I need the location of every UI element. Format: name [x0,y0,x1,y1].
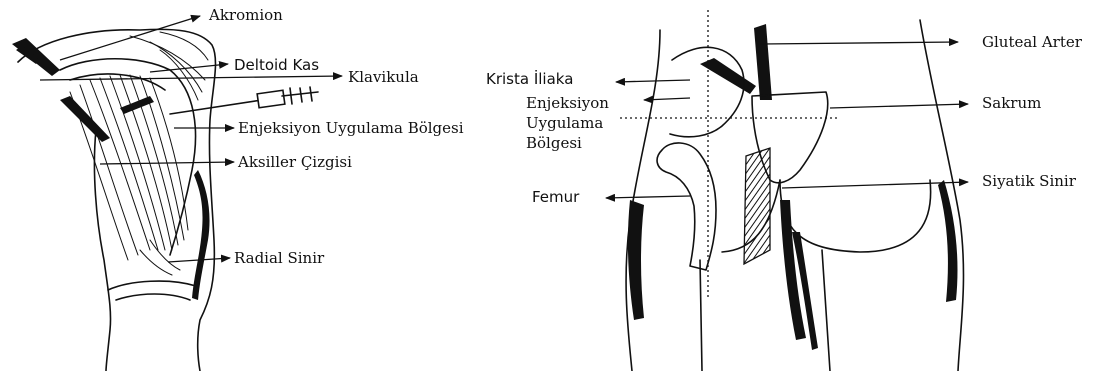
deltoid-fibers [70,32,208,260]
label-injection-site-shoulder: Enjeksiyon Uygulama Bölgesi [238,119,464,137]
label-radial-nerve: Radial Sinir [234,249,325,267]
label-iliac-crest: Krista İliaka [486,69,573,88]
label-axillary-line: Aksiller Çizgisi [237,153,352,171]
label-sciatic-nerve: Siyatik Sinir [982,172,1077,190]
gluteal-figure: Gluteal Arter Krista İliaka Enjeksiyon U… [486,10,1083,371]
label-sacrum: Sakrum [982,94,1041,112]
label-akromion: Akromion [208,6,283,24]
label-femur: Femur [532,188,580,206]
syringe-icon [170,87,318,114]
label-injection-site-gluteal-2: Uygulama [526,114,603,132]
label-injection-site-gluteal-3: Bölgesi [526,134,582,152]
shoulder-figure: Akromion Deltoid Kas Klavikula Enjeksiyo… [12,6,464,371]
label-injection-site-gluteal-1: Enjeksiyon [526,94,609,112]
label-deltoid: Deltoid Kas [234,56,319,74]
label-gluteal-artery: Gluteal Arter [982,33,1083,51]
label-klavikula: Klavikula [348,68,419,86]
